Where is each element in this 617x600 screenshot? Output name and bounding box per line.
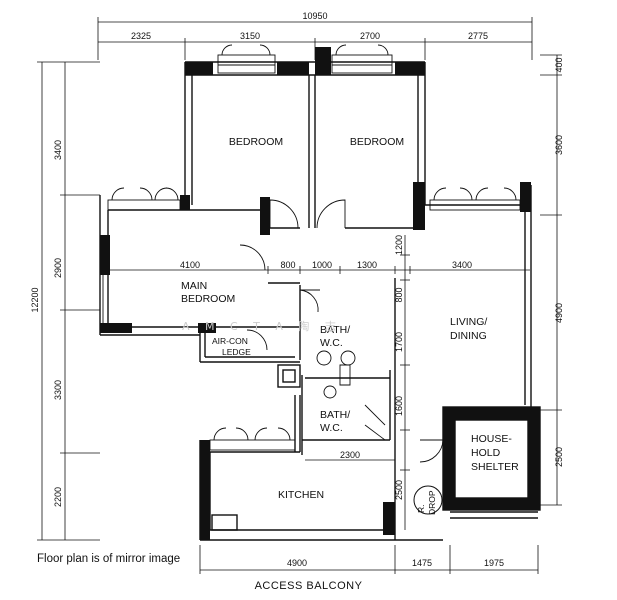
dimension-door-gap-2: 1000 bbox=[312, 260, 332, 270]
dimension-top-4: 2775 bbox=[468, 31, 488, 41]
refuse-chute-label-line-1: R. bbox=[416, 505, 426, 514]
dimension-right-2: 3600 bbox=[554, 135, 564, 155]
room-label-living-line-2: DINING bbox=[450, 330, 487, 342]
room-label-bedroom-2: BEDROOM bbox=[350, 136, 404, 148]
dimension-bottom-1: 4900 bbox=[287, 558, 307, 568]
refuse-chute: R. DROP bbox=[413, 485, 443, 515]
room-label-shelter-line-2: HOLD bbox=[471, 447, 501, 459]
mirror-image-note: Floor plan is of mirror image bbox=[37, 553, 181, 565]
room-label-aircon-line-2: LEDGE bbox=[222, 347, 251, 357]
room-label-bedroom-1: BEDROOM bbox=[229, 136, 283, 148]
door-swings bbox=[239, 199, 444, 463]
dimension-right-3: 4900 bbox=[554, 303, 564, 323]
dimension-top-3: 2700 bbox=[360, 31, 380, 41]
dimension-main-bedroom-width: 4100 bbox=[180, 260, 200, 270]
room-label-aircon-line-1: AIR-CON bbox=[212, 336, 248, 346]
dimension-living-width: 3400 bbox=[452, 260, 472, 270]
room-label-bath-2-line-1: BATH/ bbox=[320, 409, 350, 421]
dimension-right-1: 400 bbox=[554, 57, 564, 72]
dimension-left-1: 3400 bbox=[53, 140, 63, 160]
room-label-kitchen: KITCHEN bbox=[278, 489, 324, 501]
dimension-top-1: 2325 bbox=[131, 31, 151, 41]
dimension-bath-width: 2300 bbox=[340, 450, 360, 460]
dimension-overall-height: 12200 bbox=[30, 287, 40, 312]
watermark: A M C T A 陶 志 bbox=[182, 319, 342, 333]
dimension-door-gap-3: 1300 bbox=[357, 260, 377, 270]
refuse-chute-label-line-2: DROP bbox=[427, 490, 437, 515]
room-label-main-bedroom-line-2: BEDROOM bbox=[181, 293, 235, 305]
dimension-corridor-1: 1200 bbox=[394, 235, 404, 255]
dimension-lines bbox=[37, 17, 562, 574]
dimension-left-3: 3300 bbox=[53, 380, 63, 400]
dimension-bottom-2: 1475 bbox=[412, 558, 432, 568]
windows bbox=[102, 44, 521, 451]
dimension-corridor-2: 800 bbox=[394, 287, 404, 302]
dimension-overall-width: 10950 bbox=[302, 11, 327, 21]
dimension-left-4: 2200 bbox=[53, 487, 63, 507]
dimension-right-4: 2500 bbox=[554, 447, 564, 467]
dimension-corridor-5: 2500 bbox=[394, 480, 404, 500]
room-label-bath-1-line-2: W.C. bbox=[320, 337, 343, 349]
dimension-top-2: 3150 bbox=[240, 31, 260, 41]
dimension-corridor-3: 1700 bbox=[394, 332, 404, 352]
room-label-bath-2-line-2: W.C. bbox=[320, 422, 343, 434]
dimension-bottom-3: 1975 bbox=[484, 558, 504, 568]
dimension-left-2: 2900 bbox=[53, 258, 63, 278]
dimension-corridor-4: 1600 bbox=[394, 396, 404, 416]
room-label-main-bedroom-line-1: MAIN bbox=[181, 280, 207, 292]
room-label-bath-1-line-1: BATH/ bbox=[320, 324, 350, 336]
access-balcony-label: ACCESS BALCONY bbox=[254, 580, 363, 592]
room-label-shelter-line-1: HOUSE- bbox=[471, 433, 512, 445]
dimension-door-gap-1: 800 bbox=[280, 260, 295, 270]
room-label-living-line-1: LIVING/ bbox=[450, 316, 487, 328]
bathroom-fixtures bbox=[316, 350, 356, 399]
room-label-shelter-line-3: SHELTER bbox=[471, 461, 519, 473]
wall-columns bbox=[100, 47, 540, 540]
